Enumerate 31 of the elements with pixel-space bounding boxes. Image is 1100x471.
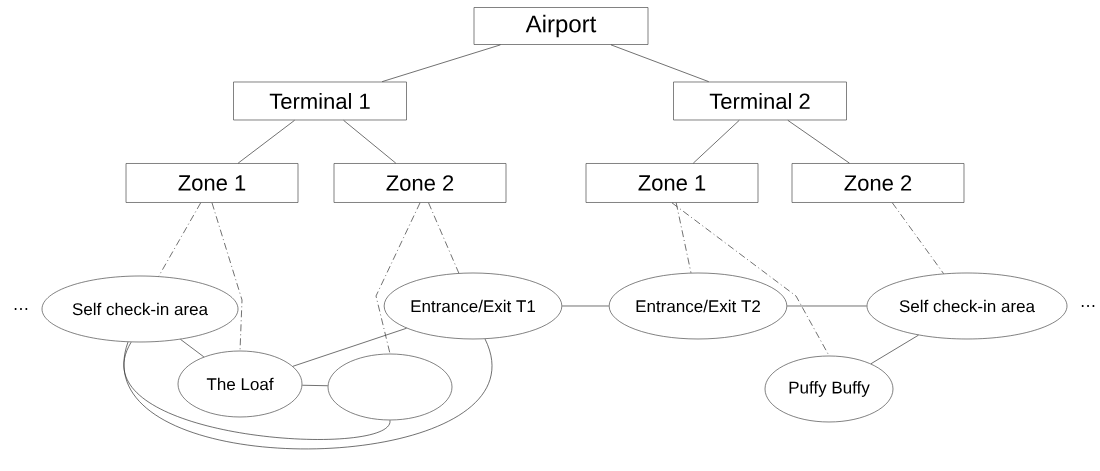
connector-line: [180, 339, 205, 358]
ellipsis-label: …: [14, 308, 28, 310]
hierarchy-box: Terminal 2: [673, 81, 847, 121]
connector-line: [671, 202, 830, 356]
connector-line: [158, 202, 202, 277]
connector-line: [124, 338, 493, 450]
connector-line: [237, 120, 295, 164]
connector-line: [675, 202, 692, 274]
hierarchy-box: Terminal 1: [233, 81, 407, 121]
hierarchy-box: Zone 1: [585, 163, 759, 203]
ellipsis-label: …: [1081, 305, 1095, 307]
hierarchy-box: Zone 2: [333, 163, 507, 203]
connector-line: [692, 120, 740, 164]
hierarchy-box: Zone 2: [791, 163, 965, 203]
connector-line: [561, 305, 610, 307]
connector-line: [301, 384, 329, 387]
connector-line: [610, 44, 710, 82]
connector-line: [343, 120, 397, 164]
hierarchy-box: Zone 1: [125, 163, 299, 203]
connector-line: [375, 202, 421, 354]
connector-line: [786, 305, 867, 307]
connector-line: [892, 202, 944, 274]
connector-line: [870, 334, 919, 365]
connector-line: [211, 202, 243, 351]
connector-line: [123, 341, 391, 440]
empty-ellipse: [327, 353, 453, 421]
connector-line: [428, 202, 460, 274]
connector-line: [787, 120, 850, 164]
connector-line: [292, 327, 407, 367]
connector-line: [381, 44, 501, 82]
hierarchy-box: Airport: [473, 7, 649, 45]
